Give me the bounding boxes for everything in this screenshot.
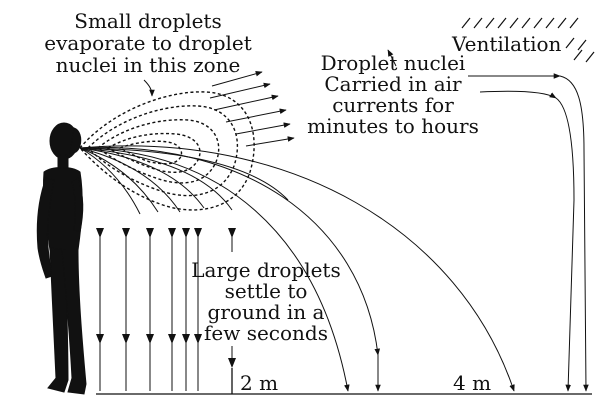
long-trajectories — [79, 145, 515, 392]
zone-pointer — [143, 79, 155, 97]
label-ventilation: Ventilation — [452, 32, 562, 56]
label-droplet-nuclei: Droplet nuclei Carried in air currents f… — [307, 51, 479, 138]
ventilation-icon — [461, 17, 595, 63]
label-distance-4m: 4 m — [453, 371, 492, 395]
evaporation-zone — [79, 91, 255, 211]
label-small-droplets: Small droplets evaporate to droplet nucl… — [44, 9, 252, 77]
label-large-droplets: Large droplets settle to ground in a few… — [191, 258, 341, 345]
ventilation-flow — [468, 73, 589, 392]
label-distance-2m: 2 m — [240, 371, 279, 395]
person-icon — [36, 122, 87, 395]
airflow-arrows — [209, 49, 397, 147]
settling-arrows — [96, 228, 236, 391]
spray-trajectories — [79, 147, 289, 215]
